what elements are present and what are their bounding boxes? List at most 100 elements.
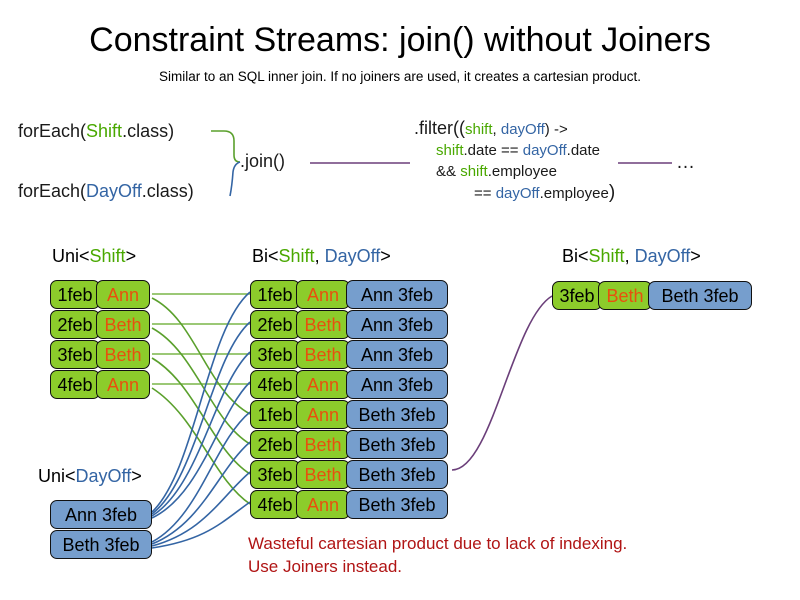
- cell-shift-employee: Beth: [296, 460, 350, 489]
- cell-dayoff: Beth 3feb: [346, 400, 448, 429]
- uni-dayoff-prefix: Uni<: [38, 466, 76, 486]
- cell-shift-employee: Beth: [598, 281, 652, 310]
- code-foreach-shift: forEach(Shift.class): [18, 120, 174, 142]
- foreach-shift-type: Shift: [86, 121, 123, 141]
- wire-dayoff-ann-1: [151, 291, 251, 513]
- wire-dayoff-beth-7: [151, 471, 251, 547]
- brace-shift-wire: [211, 130, 241, 163]
- bi-mid-type1: Shift: [278, 246, 315, 266]
- label-uni-dayoff: Uni<DayOff>: [38, 465, 142, 487]
- wire-dayoff-beth-5: [151, 411, 251, 543]
- bi-right-type2: DayOff: [634, 246, 691, 266]
- cell-dayoff: Ann 3feb: [346, 280, 448, 309]
- filter-line-1: .filter((shift, dayOff) ->: [414, 118, 615, 140]
- cell-shift-date: 3feb: [250, 340, 300, 369]
- cell-dayoff: Beth 3feb: [346, 430, 448, 459]
- fact-row: Beth 3feb: [50, 530, 152, 559]
- label-uni-shift: Uni<Shift>: [52, 245, 136, 267]
- cell-dayoff: Ann 3feb: [346, 340, 448, 369]
- label-bi-mid: Bi<Shift, DayOff>: [252, 245, 391, 267]
- bi-right-suffix: >: [690, 246, 701, 266]
- cell-shift-employee: Ann: [296, 400, 350, 429]
- uni-dayoff-type: DayOff: [75, 466, 132, 486]
- cell-dayoff: Beth 3feb: [648, 281, 752, 310]
- filter-l3-end: .employee: [487, 163, 557, 180]
- wire-dayoff-beth-6: [151, 441, 251, 545]
- cell-shift-employee: Ann: [96, 280, 150, 309]
- bi-right-comma: ,: [624, 246, 635, 266]
- cell-shift-employee: Beth: [296, 310, 350, 339]
- cell-shift-date: 2feb: [50, 310, 100, 339]
- filter-line-3: && shift.employee: [414, 161, 615, 182]
- cell-dayoff: Beth 3feb: [50, 530, 152, 559]
- filter-param-shift: shift: [465, 121, 493, 138]
- filter-l3-amp: &&: [436, 163, 461, 180]
- filter-comma: ,: [492, 121, 501, 138]
- uni-dayoff-suffix: >: [131, 466, 142, 486]
- cell-shift-employee: Beth: [296, 340, 350, 369]
- cell-shift-employee: Beth: [96, 340, 150, 369]
- fact-row: Ann 3feb: [50, 500, 152, 529]
- cell-shift-date: 2feb: [250, 430, 300, 459]
- cell-shift-date: 1feb: [250, 280, 300, 309]
- code-join-call: .join(): [240, 151, 286, 171]
- filter-l4-eq: ==: [474, 185, 496, 202]
- filter-l2-shift: shift: [436, 142, 464, 159]
- wire-dayoff-ann-3: [151, 351, 251, 517]
- bi-mid-prefix: Bi<: [252, 246, 279, 266]
- brace-dayoff-wire: [229, 161, 241, 197]
- cell-dayoff: Beth 3feb: [346, 460, 448, 489]
- wire-shift-6: [151, 327, 251, 445]
- uni-shift-prefix: Uni<: [52, 246, 90, 266]
- filter-arrow: ) ->: [544, 121, 568, 138]
- cell-shift-employee: Ann: [296, 370, 350, 399]
- wire-shift-8: [151, 387, 251, 505]
- label-bi-right: Bi<Shift, DayOff>: [562, 245, 701, 267]
- cell-shift-date: 4feb: [250, 490, 300, 519]
- bi-mid-suffix: >: [380, 246, 391, 266]
- filter-l2-mid: .date ==: [463, 142, 523, 159]
- cell-shift-employee: Ann: [96, 370, 150, 399]
- warning-text: Wasteful cartesian product due to lack o…: [248, 532, 627, 578]
- cell-dayoff: Ann 3feb: [346, 370, 448, 399]
- cell-shift-date: 3feb: [50, 340, 100, 369]
- cell-shift-date: 3feb: [250, 460, 300, 489]
- filter-l4-dayoff: dayOff: [495, 185, 540, 202]
- filter-l2-dayoff: dayOff: [522, 142, 567, 159]
- cell-shift-date: 4feb: [250, 370, 300, 399]
- cell-shift-employee: Beth: [96, 310, 150, 339]
- uni-shift-type: Shift: [89, 246, 126, 266]
- cell-dayoff: Beth 3feb: [346, 490, 448, 519]
- bi-mid-comma: ,: [314, 246, 325, 266]
- filter-line-2: shift.date == dayOff.date: [414, 140, 615, 161]
- foreach-dayoff-type: DayOff: [86, 181, 142, 201]
- filter-l4-end: .employee: [539, 185, 609, 202]
- foreach-dayoff-prefix: forEach(: [18, 181, 87, 201]
- code-foreach-dayoff: forEach(DayOff.class): [18, 180, 194, 202]
- filter-close-paren: ): [608, 182, 616, 203]
- cell-shift-date: 3feb: [552, 281, 602, 310]
- page-subtitle: Similar to an SQL inner join. If no join…: [159, 69, 641, 84]
- cell-shift-date: 2feb: [250, 310, 300, 339]
- cell-shift-employee: Ann: [296, 490, 350, 519]
- cell-shift-employee: Ann: [296, 280, 350, 309]
- bi-right-prefix: Bi<: [562, 246, 589, 266]
- wire-shift-5: [151, 297, 251, 415]
- wire-shift-7: [151, 357, 251, 475]
- wire-dayoff-ann-2: [151, 321, 251, 515]
- warning-line-1: Wasteful cartesian product due to lack o…: [248, 534, 628, 553]
- bi-right-type1: Shift: [588, 246, 625, 266]
- uni-shift-suffix: >: [125, 246, 137, 266]
- ellipsis-label: …: [676, 152, 695, 173]
